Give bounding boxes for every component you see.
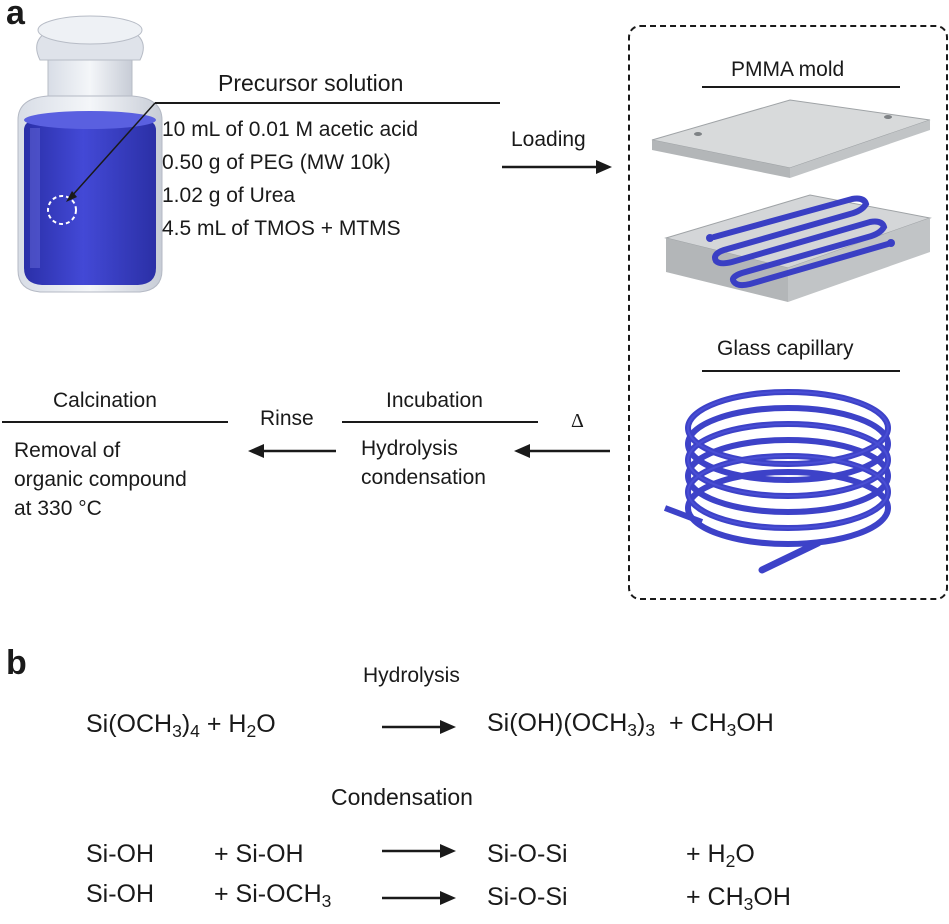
condensation-row2-product2: + CH3OH	[686, 883, 791, 914]
condensation-title: Condensation	[331, 784, 473, 810]
delta-label: Δ	[571, 410, 584, 432]
condensation-row1-reactant1: Si-OH	[86, 840, 155, 868]
calcination-title: Calcination	[53, 389, 157, 412]
condensation-row1-product2: + H2O	[686, 840, 755, 871]
capillary-rule	[702, 370, 900, 372]
condensation-row1-product1: Si-O-Si	[487, 840, 568, 868]
hydrolysis-title: Hydrolysis	[363, 664, 460, 687]
condensation-row2-reactant1: Si-OH	[86, 880, 155, 908]
condensation-row2-reactant2: + Si-OCH3	[214, 880, 332, 911]
condensation-row2-product1: Si-O-Si	[487, 883, 568, 911]
calcination-rule	[2, 421, 228, 423]
calcination-line-1: Removal of	[14, 439, 121, 462]
panel-b-label: b	[6, 644, 27, 682]
mold-title: PMMA mold	[731, 58, 845, 81]
condensation-row1-reactant2: + Si-OH	[214, 840, 304, 868]
capillary-title: Glass capillary	[717, 337, 854, 360]
hydrolysis-reactants: Si(OCH3)4 + H2O	[86, 710, 276, 741]
precursor-line-3: 1.02 g of Urea	[162, 184, 296, 207]
precursor-line-4: 4.5 mL of TMOS + MTMS	[162, 217, 401, 240]
calcination-line-3: at 330 °C	[14, 497, 102, 520]
hydrolysis-products: Si(OH)(OCH3)3 + CH3OH	[487, 709, 774, 740]
incubation-rule	[342, 421, 538, 423]
incubation-title: Incubation	[386, 389, 483, 412]
precursor-line-2: 0.50 g of PEG (MW 10k)	[162, 151, 391, 174]
calcination-line-2: organic compound	[14, 468, 187, 491]
incubation-line-2: condensation	[361, 466, 486, 489]
panel-a-label: a	[6, 0, 25, 32]
incubation-line-1: Hydrolysis	[361, 437, 458, 460]
mold-rule	[702, 86, 900, 88]
precursor-rule	[155, 102, 500, 104]
precursor-line-1: 10 mL of 0.01 M acetic acid	[162, 118, 419, 141]
loading-label: Loading	[511, 128, 586, 151]
loading-options-box	[628, 25, 948, 600]
precursor-title: Precursor solution	[218, 70, 404, 96]
rinse-label: Rinse	[260, 407, 314, 430]
